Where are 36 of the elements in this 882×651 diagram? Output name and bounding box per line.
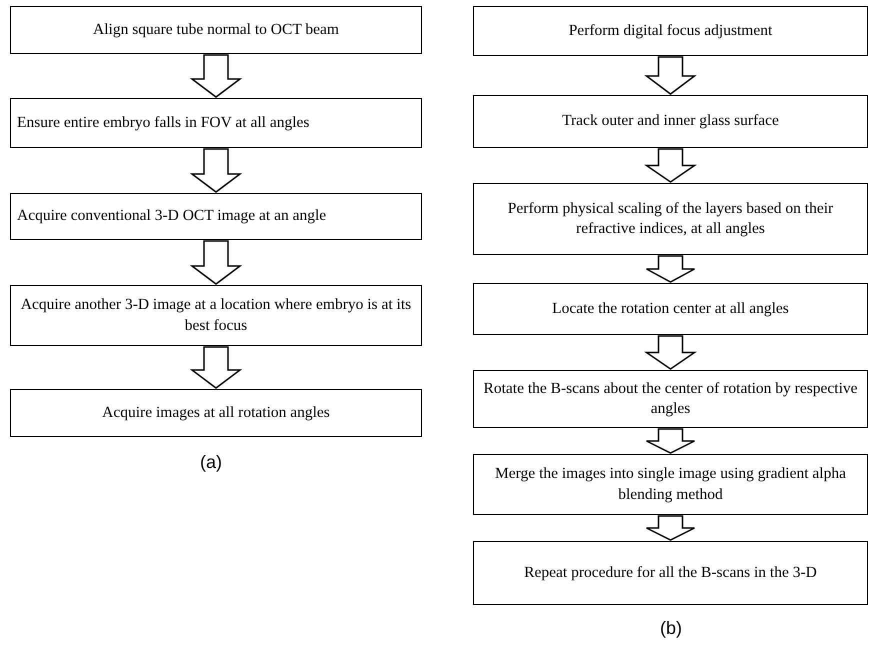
block-arrow <box>190 240 242 285</box>
step-text: Ensure entire embryo falls in FOV at all angles <box>17 112 310 133</box>
step-text: Merge the images into single image using gradient alpha blending method <box>494 464 847 504</box>
step-text: Acquire conventional 3-D OCT image at an angle <box>17 206 328 226</box>
block-arrow <box>190 148 242 193</box>
process-box <box>473 541 868 605</box>
step-text: Rotate the B-scans about the center of rotation by respective angles <box>482 378 859 419</box>
process-box <box>10 193 422 240</box>
process-box <box>473 283 868 335</box>
step-text: Acquire another 3-D image at a location where embryo is at its best focus <box>20 295 412 336</box>
process-box <box>473 95 868 148</box>
step-text: Repeat procedure for all the B-scans in the 3-D <box>523 562 818 583</box>
block-arrow <box>190 54 242 98</box>
process-box <box>10 389 422 437</box>
panel-label: (b) <box>660 618 682 639</box>
panel-label: (a) <box>200 452 222 473</box>
process-box <box>10 6 422 54</box>
block-arrow <box>646 515 696 541</box>
step-text: Locate the rotation center at all angles <box>551 298 790 319</box>
step-text: Acquire images at all rotation angles <box>101 402 331 423</box>
block-arrow <box>190 346 242 389</box>
step-text: Perform physical scaling of the layers based on their refractive indices, at all angles <box>506 198 834 239</box>
process-box <box>473 370 868 428</box>
process-box <box>10 98 422 148</box>
process-box <box>10 285 422 346</box>
block-arrow <box>644 148 697 183</box>
block-arrow <box>646 255 696 283</box>
block-arrow <box>644 56 697 95</box>
block-arrow <box>646 428 696 454</box>
process-box <box>473 183 868 255</box>
block-arrow <box>644 335 697 370</box>
step-text: Track outer and inner glass surface <box>561 111 780 132</box>
step-text: Align square tube normal to OCT beam <box>92 20 340 40</box>
step-text: Perform digital focus adjustment <box>568 20 774 41</box>
process-box <box>473 454 868 515</box>
process-box <box>473 6 868 56</box>
